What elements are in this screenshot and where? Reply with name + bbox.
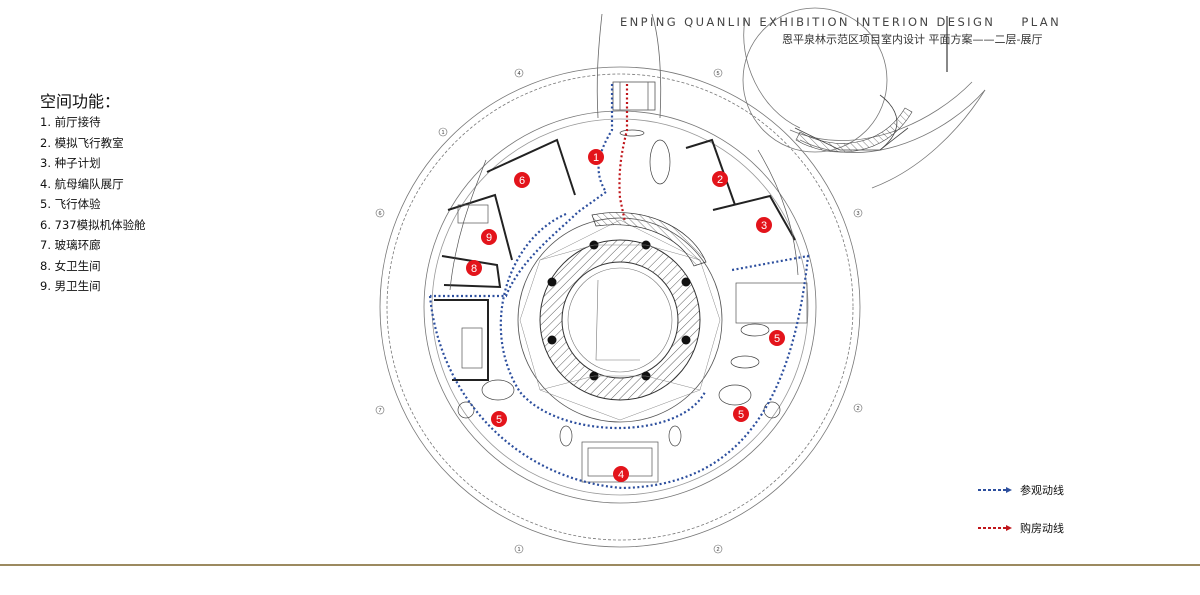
purchase-route-legend: 购房动线 — [978, 520, 1064, 536]
central-core — [517, 217, 723, 423]
marker-circle — [588, 149, 604, 165]
marker-circle — [613, 466, 629, 482]
function-item: 5. 飞行体验 — [40, 197, 101, 211]
marker-label: 5 — [496, 414, 502, 426]
function-item: 9. 男卫生间 — [40, 279, 101, 293]
axis-bubble-label: 4 — [517, 71, 520, 77]
axis-bubble: 2 — [713, 544, 723, 554]
axis-bubble-label: 7 — [378, 408, 381, 414]
subtitle-cn-text: 平面方案——二层-展厅 — [928, 33, 1043, 46]
axis-bubble: 4 — [514, 68, 524, 78]
entrance-corridor — [596, 13, 662, 119]
marker-label: 5 — [738, 409, 744, 421]
marker-circle — [733, 406, 749, 422]
function-marker: 8 — [466, 260, 482, 276]
function-marker: 6 — [514, 172, 530, 188]
room-outlines — [449, 149, 808, 483]
purchase-route-label: 购房动线 — [1020, 522, 1064, 535]
project-title-en: ENPING QUANLIN EXHIBITION INTERION DESIG… — [620, 15, 1061, 29]
plan-label: PLAN — [1021, 15, 1062, 29]
axis-bubble-circle — [514, 544, 524, 554]
marker-label: 4 — [618, 469, 624, 481]
marker-circle — [466, 260, 482, 276]
visit-route-swatch — [978, 487, 1012, 493]
marker-circle — [491, 411, 507, 427]
functions-list: 1. 前厅接待 2. 模拟飞行教室 3. 种子计划 4. 航母编队展厅 5. 飞… — [40, 112, 146, 297]
axis-bubble-label: 1 — [441, 130, 444, 136]
truss-lines — [519, 219, 721, 421]
axis-bubble-circle — [713, 544, 723, 554]
axis-bubble: 5 — [713, 68, 723, 78]
annex-stair-hatch — [795, 107, 913, 153]
axis-bubble-circle — [375, 405, 385, 415]
function-marker: 5 — [491, 411, 507, 427]
title-cn-text: 恩平泉林示范区项目室内设计 — [782, 33, 925, 46]
functions-heading: 空间功能： — [40, 92, 121, 111]
axis-bubble-circle — [438, 127, 448, 137]
function-marker: 1 — [588, 149, 604, 165]
function-marker: 3 — [756, 217, 772, 233]
marker-circle — [769, 330, 785, 346]
axis-bubble-label: 5 — [716, 71, 719, 77]
footer-divider — [0, 564, 1200, 566]
axis-bubbles: 4 5 6 7 1 2 3 1 2 — [375, 68, 863, 554]
axis-bubble-label: 1 — [517, 547, 520, 553]
visit-route — [428, 84, 810, 490]
marker-label: 8 — [471, 263, 477, 275]
marker-circle — [756, 217, 772, 233]
axis-bubble-circle — [514, 68, 524, 78]
marker-circle — [481, 229, 497, 245]
outer-rings — [379, 66, 861, 548]
visit-route-legend: 参观动线 — [978, 482, 1064, 498]
axis-bubble-label: 6 — [378, 211, 381, 217]
marker-circle — [712, 171, 728, 187]
title-en-text: ENPING QUANLIN EXHIBITION INTERION DESIG… — [620, 15, 996, 29]
function-marker: 9 — [481, 229, 497, 245]
function-item: 3. 种子计划 — [40, 156, 101, 170]
marker-label: 6 — [519, 175, 525, 187]
function-item: 7. 玻璃环廊 — [40, 238, 101, 252]
function-item: 6. 737模拟机体验舱 — [40, 217, 146, 232]
function-marker: 4 — [613, 466, 629, 482]
axis-bubble: 7 — [375, 405, 385, 415]
function-item: 4. 航母编队展厅 — [40, 176, 124, 191]
visit-route-label: 参观动线 — [1020, 484, 1064, 497]
room-walls — [434, 138, 796, 381]
marker-circle — [514, 172, 530, 188]
function-item: 2. 模拟飞行教室 — [40, 135, 124, 150]
marker-label: 9 — [486, 232, 492, 244]
axis-bubble-label: 2 — [716, 547, 719, 553]
axis-bubble: 6 — [375, 208, 385, 218]
function-marker: 5 — [769, 330, 785, 346]
axis-bubble-circle — [853, 403, 863, 413]
core-stair — [591, 212, 707, 267]
axis-bubble: 1 — [438, 127, 448, 137]
axis-bubble: 2 — [853, 403, 863, 413]
function-markers: 1 2 3 4 5 5 5 6 8 9 — [466, 149, 785, 482]
function-item: 1. 前厅接待 — [40, 115, 101, 129]
purchase-route — [618, 84, 629, 223]
axis-bubble: 1 — [514, 544, 524, 554]
axis-bubble-circle — [713, 68, 723, 78]
marker-label: 5 — [774, 333, 780, 345]
function-marker: 2 — [712, 171, 728, 187]
function-item: 8. 女卫生间 — [40, 258, 101, 273]
axis-bubble-label: 3 — [856, 211, 859, 217]
axis-bubble: 3 — [853, 208, 863, 218]
marker-label: 2 — [717, 174, 723, 186]
axis-bubble-circle — [853, 208, 863, 218]
marker-label: 3 — [761, 220, 767, 232]
axis-bubble-label: 2 — [856, 406, 859, 412]
furniture — [457, 129, 781, 447]
project-title-cn: 恩平泉林示范区项目室内设计 平面方案——二层-展厅 — [782, 31, 1042, 47]
axis-bubble-circle — [375, 208, 385, 218]
marker-label: 1 — [593, 152, 599, 164]
function-marker: 5 — [733, 406, 749, 422]
purchase-route-swatch — [978, 525, 1012, 531]
